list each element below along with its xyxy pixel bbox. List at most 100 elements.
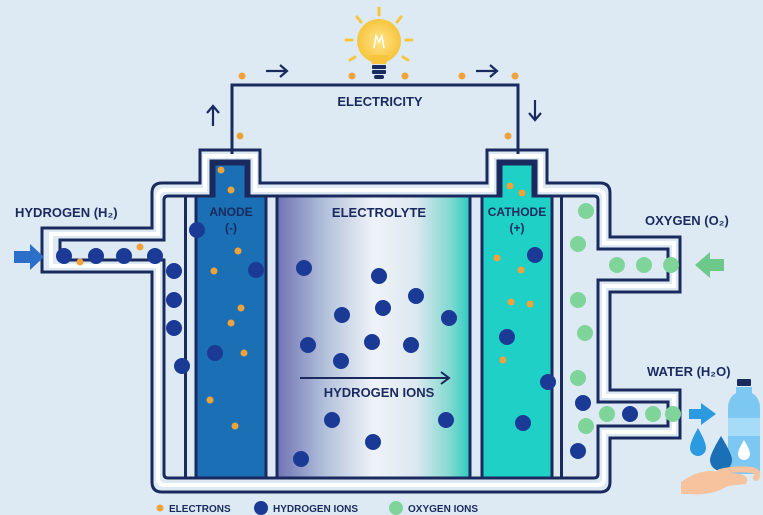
water-output-label: WATER (H₂O) (647, 364, 731, 379)
electron (236, 132, 244, 140)
legend-electrons-label: ELECTRONS (169, 504, 231, 515)
electricity-label: ELECTRICITY (337, 94, 423, 109)
particles (56, 72, 681, 467)
anode-gas-channel-wall (184, 196, 187, 478)
hydrogen-ion (324, 412, 340, 428)
oxygen-ion (570, 292, 586, 308)
current-arrow-up-icon (206, 104, 220, 126)
hydrogen-ion (499, 329, 515, 345)
electron (234, 247, 242, 255)
legend-hydrogen-label: HYDROGEN IONS (273, 504, 358, 515)
water-drop-icon (710, 436, 732, 471)
electron (227, 319, 235, 327)
hydrogen-ion (166, 263, 182, 279)
hydrogen-ion (116, 248, 132, 264)
hydrogen-ion (174, 358, 190, 374)
oxygen-ion (599, 406, 615, 422)
hydrogen-ion (438, 412, 454, 428)
oxygen-ion (663, 257, 679, 273)
electron (506, 182, 514, 190)
legend-electron-marker (156, 504, 164, 512)
electron (504, 132, 512, 140)
cell-housing (40, 148, 682, 494)
hydrogen-ion (570, 443, 586, 459)
hydrogen-ion (575, 395, 591, 411)
hydrogen-ion (207, 345, 223, 361)
cell-highlight (49, 154, 676, 487)
electron (518, 189, 526, 197)
electron (458, 72, 466, 80)
current-arrow-right-icon (266, 64, 289, 78)
anode-sign-label: (-) (225, 221, 237, 235)
electron (217, 166, 225, 174)
oxygen-input-arrow-icon (695, 252, 724, 278)
hydrogen-ion (300, 337, 316, 353)
electron (227, 186, 235, 194)
hydrogen-ion (515, 415, 531, 431)
electron (231, 422, 239, 430)
hydrogen-input-arrow-icon (14, 244, 44, 270)
hydrogen-ion (56, 248, 72, 264)
hydrogen-ion (540, 374, 556, 390)
cathode-gas-channel-wall (560, 196, 563, 478)
circuit-wire (230, 83, 520, 156)
hydrogen-ion (441, 310, 457, 326)
hydrogen-ion (371, 268, 387, 284)
hydrogen-ion (147, 248, 163, 264)
hydrogen-ion (333, 353, 349, 369)
hydrogen-ion (296, 260, 312, 276)
electron (136, 243, 144, 251)
electron (526, 300, 534, 308)
hydrogen-input-label: HYDROGEN (H₂) (15, 205, 118, 220)
hydrogen-ion (408, 288, 424, 304)
legend: ELECTRONS HYDROGEN IONS OXYGEN IONS (156, 501, 478, 515)
hydrogen-ion (166, 292, 182, 308)
cathode-label: CATHODE (488, 205, 546, 219)
hydrogen-ion (375, 300, 391, 316)
oxygen-input-label: OXYGEN (O₂) (645, 213, 729, 228)
legend-hydrogen-marker (254, 501, 268, 515)
water-bottle-icon (728, 379, 760, 474)
electron (499, 356, 507, 364)
hydrogen-ions-flow-arrow (300, 371, 451, 385)
electron (210, 267, 218, 275)
anode-label: ANODE (209, 205, 252, 219)
electron (206, 396, 214, 404)
cathode-electrode (480, 162, 554, 480)
hydrogen-ion (166, 320, 182, 336)
oxygen-ion (636, 257, 652, 273)
oxygen-ion (609, 257, 625, 273)
open-hand-icon (681, 466, 761, 495)
cathode-sign-label: (+) (510, 221, 525, 235)
hydrogen-ion (293, 451, 309, 467)
oxygen-ion (578, 418, 594, 434)
electron (493, 254, 501, 262)
hydrogen-ion (334, 307, 350, 323)
electron (237, 304, 245, 312)
hydrogen-ion (403, 337, 419, 353)
water-drop-icon (690, 428, 706, 456)
oxygen-ion (645, 406, 661, 422)
electron (517, 266, 525, 274)
electrolyte-label: ELECTROLYTE (332, 205, 426, 220)
light-bulb-icon (344, 6, 414, 79)
electron (238, 72, 246, 80)
electron (76, 258, 84, 266)
water-output-arrow-icon (689, 403, 716, 425)
hydrogen-ion (365, 434, 381, 450)
oxygen-ion (665, 406, 681, 422)
electron (511, 72, 519, 80)
oxygen-ion (570, 370, 586, 386)
hydrogen-ion (364, 334, 380, 350)
current-arrow-down-icon (528, 100, 542, 122)
oxygen-ion (578, 203, 594, 219)
hydrogen-ion (527, 247, 543, 263)
oxygen-ion (570, 236, 586, 252)
hydrogen-ion (88, 248, 104, 264)
electron (240, 349, 248, 357)
legend-oxygen-marker (389, 501, 403, 515)
electron (507, 298, 515, 306)
hydrogen-ions-flow-label: HYDROGEN IONS (324, 385, 435, 400)
